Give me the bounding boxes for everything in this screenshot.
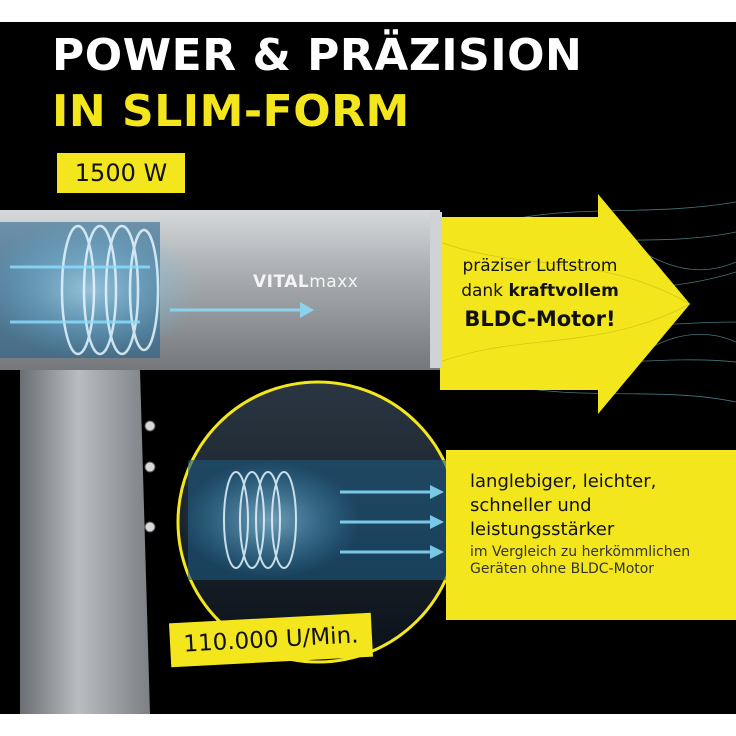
airflow-callout-line-1: präziser Luftstrom [462, 256, 618, 276]
motor-callout-note-1: im Vergleich zu herkömmlichen [470, 544, 691, 560]
fan-blades [60, 224, 160, 356]
hair-dryer-illustration [0, 194, 736, 714]
airflow-callout-line-3: BLDC-Motor! [464, 307, 616, 331]
motor-callout-line-1: langlebiger, leichter, [470, 471, 657, 492]
airflow-callout-line-2: dank kraftvollem [450, 279, 630, 304]
motor-callout-line-3: leistungsstärker [470, 519, 615, 540]
brand-logo: VITALmaxx [253, 272, 358, 292]
headline-line-2: IN SLIM-FORM [52, 86, 410, 137]
power-badge: 1500 W [57, 153, 185, 193]
brand-logo-part-1: VITAL [253, 272, 310, 292]
airflow-callout-prefix: dank [461, 281, 509, 301]
airflow-callout: präziser Luftstrom dank kraftvollem BLDC… [450, 254, 630, 334]
dryer-handle [20, 370, 150, 714]
product-banner: POWER & PRÄZISION IN SLIM-FORM 1500 W VI… [0, 22, 736, 714]
motor-callout-box [446, 450, 736, 620]
airflow-arrow [440, 194, 690, 414]
motor-callout-note-2: Geräten ohne BLDC-Motor [470, 561, 655, 577]
motor-callout: langlebiger, leichter, schneller und lei… [470, 470, 730, 578]
airflow-callout-bold: kraftvollem [508, 281, 619, 301]
brand-logo-part-2: maxx [309, 272, 359, 292]
motor-callout-line-2: schneller und [470, 495, 592, 516]
motor-fan-blades [223, 471, 297, 569]
headline-line-1: POWER & PRÄZISION [52, 30, 583, 81]
